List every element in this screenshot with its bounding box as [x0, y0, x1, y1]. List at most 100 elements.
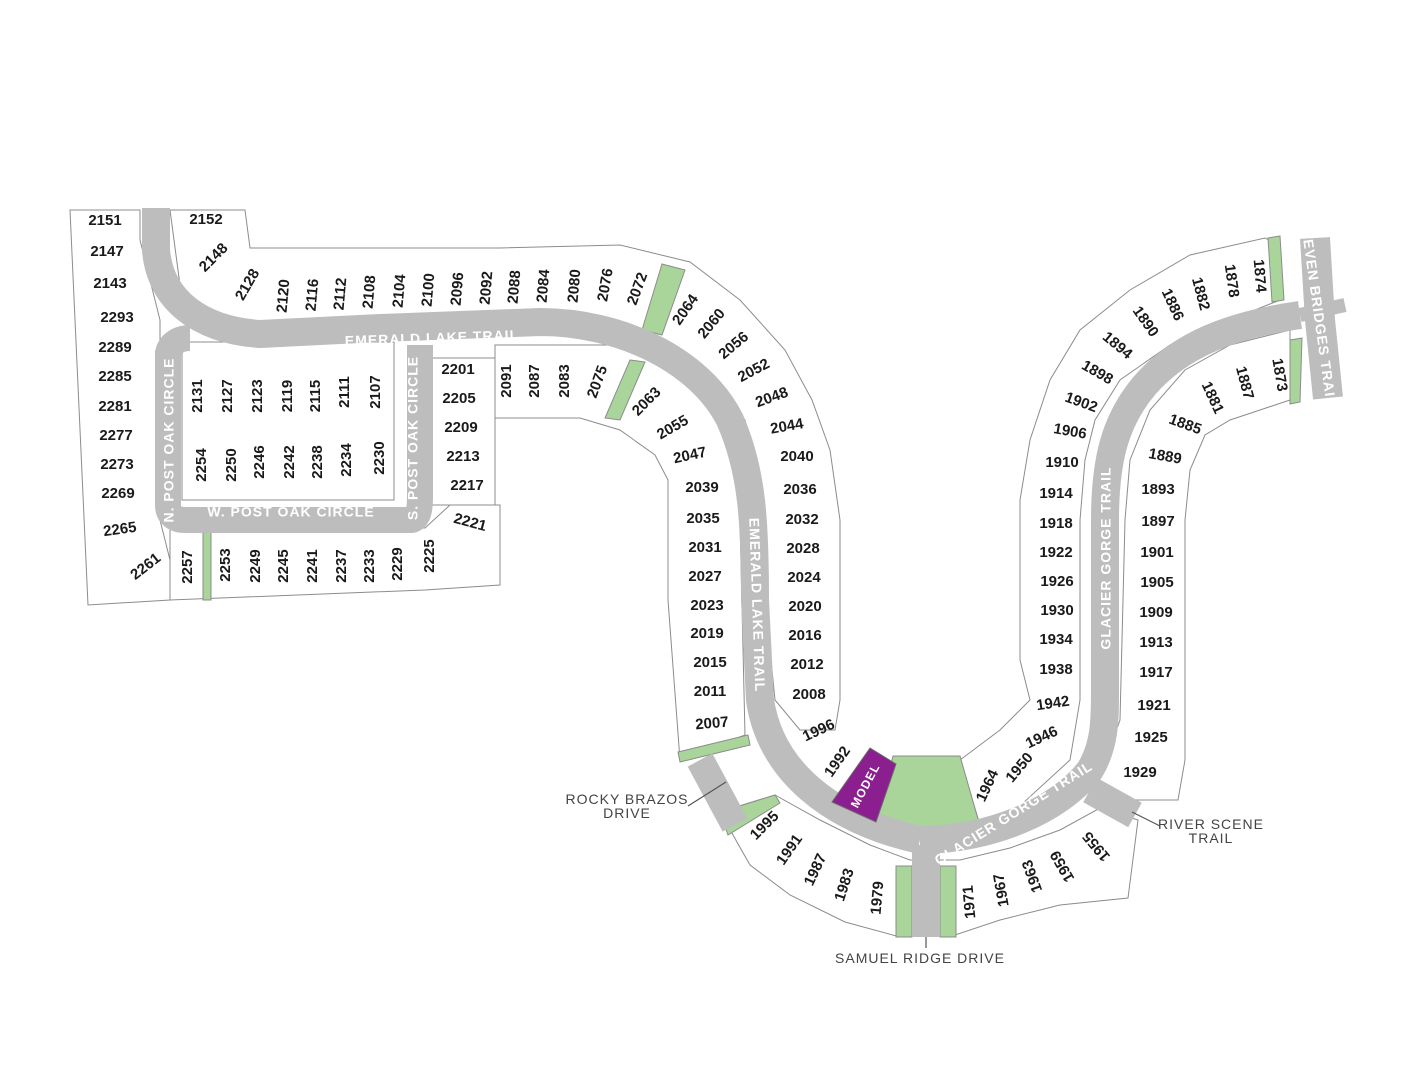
lot-number-label[interactable]: 2107: [367, 375, 384, 408]
lot-number-label[interactable]: 2092: [477, 271, 497, 306]
lot-number-label[interactable]: 2108: [360, 275, 380, 310]
lot-number-label[interactable]: 2246: [251, 445, 268, 478]
lot-number-label[interactable]: 1873: [1268, 357, 1291, 393]
lot-number-label[interactable]: 1906: [1052, 420, 1088, 443]
lot-number-label[interactable]: 2091: [498, 364, 515, 397]
lot-number-label[interactable]: 2234: [338, 443, 355, 477]
lot-number-label[interactable]: 2269: [101, 485, 134, 502]
lot-number-label[interactable]: 2011: [694, 683, 727, 700]
lot-number-label[interactable]: 2209: [444, 419, 477, 436]
lot-number-label[interactable]: 1926: [1040, 573, 1073, 590]
lot-number-label[interactable]: 2253: [217, 548, 234, 581]
lot-number-label[interactable]: 1917: [1139, 664, 1172, 681]
lot-number-label[interactable]: 2277: [99, 427, 132, 444]
lot-number-label[interactable]: 2273: [100, 456, 133, 473]
lot-number-label[interactable]: 2143: [93, 275, 126, 292]
lot-number-label[interactable]: 1901: [1140, 544, 1173, 561]
lot-number-label[interactable]: 2116: [303, 278, 323, 312]
lot-number-label[interactable]: 2031: [688, 539, 721, 556]
lot-number-label[interactable]: 2205: [442, 390, 475, 407]
lot-number-label[interactable]: 2217: [450, 477, 483, 494]
lot-number-label[interactable]: 1925: [1134, 729, 1167, 746]
lot-number-label[interactable]: 2257: [179, 550, 196, 583]
lot-number-label[interactable]: 2019: [690, 625, 723, 642]
lot-number-label[interactable]: 1979: [868, 881, 888, 916]
lot-number-label[interactable]: 1930: [1040, 602, 1073, 619]
lot-number-label[interactable]: 2087: [526, 364, 543, 397]
lot-number-label[interactable]: 2225: [421, 539, 438, 572]
lot-number-label[interactable]: 2230: [371, 441, 388, 474]
lot-number-label[interactable]: 2024: [787, 569, 821, 586]
lot-number-label[interactable]: 2020: [788, 598, 821, 615]
lot-number-label[interactable]: 2147: [90, 243, 123, 260]
lot-number-label[interactable]: 2250: [223, 448, 240, 481]
lot-number-label[interactable]: 1905: [1140, 574, 1173, 591]
lot-number-label[interactable]: 1922: [1039, 544, 1072, 561]
lot-number-label[interactable]: 2016: [788, 627, 821, 644]
lot-number-label[interactable]: 2104: [390, 273, 410, 308]
lot-number-label[interactable]: 2151: [88, 212, 121, 229]
lot-number-label[interactable]: 1874: [1250, 259, 1270, 294]
lot-number-label[interactable]: 2039: [685, 479, 718, 496]
lot-number-label[interactable]: 2201: [441, 361, 474, 378]
lot-number-label[interactable]: 2127: [219, 379, 236, 412]
model-home-lot[interactable]: MODEL: [831, 747, 897, 823]
lot-number-label[interactable]: 2120: [274, 279, 294, 314]
lot-number-label[interactable]: 2044: [769, 415, 805, 438]
lot-number-label[interactable]: 2112: [331, 277, 351, 311]
lot-number-label[interactable]: 2084: [534, 268, 554, 303]
lot-number-label[interactable]: 2237: [333, 549, 350, 582]
lot-number-label[interactable]: 2008: [792, 686, 825, 703]
lot-number-label[interactable]: 2023: [690, 597, 723, 614]
lot-number-label[interactable]: 2100: [419, 273, 439, 308]
lot-number-label[interactable]: 1897: [1141, 513, 1174, 530]
lot-number-label[interactable]: 2241: [304, 549, 321, 582]
lot-number-label[interactable]: 2233: [361, 549, 378, 582]
lot-number-label[interactable]: 1971: [960, 885, 980, 920]
lot-number-label[interactable]: 1913: [1139, 634, 1172, 651]
lot-number-label[interactable]: 2088: [505, 270, 525, 305]
lot-number-label[interactable]: 2242: [281, 445, 298, 478]
lot-number-label[interactable]: 1910: [1045, 454, 1078, 471]
lot-number-label[interactable]: 2076: [594, 267, 617, 303]
lot-number-label[interactable]: 2131: [189, 379, 206, 412]
lot-number-label[interactable]: 2281: [98, 398, 131, 415]
lot-number-label[interactable]: 2245: [275, 549, 292, 582]
lot-number-label[interactable]: 2032: [785, 511, 818, 528]
lot-number-label[interactable]: 2012: [790, 656, 823, 673]
lot-number-label[interactable]: 2083: [556, 364, 573, 397]
lot-number-label[interactable]: 2115: [307, 380, 324, 413]
lot-number-label[interactable]: 2040: [780, 448, 813, 465]
lot-number-label[interactable]: 2265: [102, 519, 137, 540]
lot-number-label[interactable]: 1909: [1139, 604, 1172, 621]
lot-number-label[interactable]: 2080: [565, 269, 585, 304]
lot-number-label[interactable]: 1929: [1123, 764, 1156, 781]
lot-number-label[interactable]: 2027: [688, 568, 721, 585]
lot-number-label[interactable]: 1889: [1147, 445, 1183, 468]
lot-number-label[interactable]: 2111: [336, 376, 353, 408]
lot-number-label[interactable]: 2047: [672, 444, 708, 468]
lot-number-label[interactable]: 2007: [695, 714, 730, 734]
lot-number-label[interactable]: 2152: [189, 211, 222, 228]
lot-number-label[interactable]: 2238: [309, 445, 326, 478]
lot-number-label[interactable]: 2096: [448, 272, 468, 307]
lot-number-label[interactable]: 1921: [1137, 697, 1170, 714]
lot-number-label[interactable]: 1914: [1039, 485, 1073, 502]
lot-number-label[interactable]: 2035: [686, 510, 719, 527]
lot-number-label[interactable]: 1918: [1039, 515, 1072, 532]
lot-number-label[interactable]: 1967: [990, 872, 1013, 908]
lot-number-label[interactable]: 2229: [389, 547, 406, 580]
lot-number-label[interactable]: 1942: [1035, 693, 1070, 714]
lot-number-label[interactable]: 1992: [821, 743, 854, 780]
lot-number-label[interactable]: 2285: [98, 368, 131, 385]
lot-number-label[interactable]: 2213: [446, 448, 479, 465]
lot-number-label[interactable]: 2015: [693, 654, 726, 671]
lot-number-label[interactable]: 2119: [279, 380, 296, 413]
lot-number-label[interactable]: 2123: [249, 379, 266, 412]
lot-number-label[interactable]: 2293: [100, 309, 133, 326]
lot-number-label[interactable]: 2289: [98, 339, 131, 356]
lot-number-label[interactable]: 1934: [1039, 631, 1073, 648]
lot-number-label[interactable]: 2249: [247, 549, 264, 582]
lot-number-label[interactable]: 2036: [783, 481, 816, 498]
lot-number-label[interactable]: 2028: [786, 540, 819, 557]
